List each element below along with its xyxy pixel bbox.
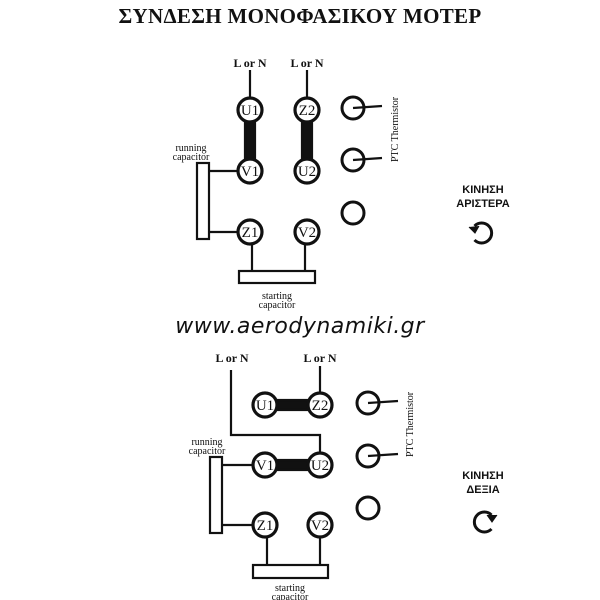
- clockwise-arrow-icon: [472, 510, 498, 534]
- starting-capacitor: [237, 269, 317, 285]
- terminal-z2: [293, 96, 321, 124]
- direction-line-2: ΑΡΙΣΤΕΡΑ: [456, 198, 510, 210]
- thermistor-lead: [352, 104, 383, 110]
- jumper-bar: [243, 118, 257, 162]
- direction-line-2: ΔΕΞΙΑ: [466, 484, 500, 496]
- spare-terminal: [355, 495, 381, 521]
- direction-label-left: ΚΙΝΗΣΗ ΑΡΙΣΤΕΡΑ: [443, 183, 523, 211]
- line-label: L or N: [233, 56, 266, 70]
- terminal-v2: [293, 218, 321, 246]
- thermistor-lead: [367, 399, 399, 405]
- starting-capacitor-label: capacitor: [272, 592, 309, 600]
- terminal-label: U1: [256, 398, 274, 414]
- website-url: www.aerodynamiki.gr: [175, 314, 425, 339]
- terminal-label: U2: [311, 458, 329, 474]
- direction-line-1: ΚΙΝΗΣΗ: [462, 184, 504, 196]
- direction-label-right: ΚΙΝΗΣΗ ΔΕΞΙΑ: [443, 469, 523, 497]
- starting-capacitor-label: capacitor: [259, 300, 296, 311]
- terminal-label: Z2: [312, 398, 329, 414]
- thermistor-label: PTC Thermistor: [390, 96, 401, 162]
- terminal-label: U1: [241, 103, 259, 119]
- terminal-label: V2: [298, 225, 316, 241]
- thermistor-label: PTC Thermistor: [405, 391, 416, 457]
- direction-line-1: ΚΙΝΗΣΗ: [462, 470, 504, 482]
- starting-capacitor: [251, 563, 330, 580]
- terminal-label: V1: [256, 458, 274, 474]
- terminal-u1: [236, 96, 264, 124]
- starting-capacitor-label: starting: [262, 291, 292, 302]
- running-capacitor-label: capacitor: [173, 152, 210, 163]
- running-capacitor-label: running: [191, 437, 222, 448]
- running-capacitor-label: capacitor: [189, 446, 226, 457]
- terminal-u2: [293, 157, 321, 185]
- terminal-v2: [306, 511, 334, 539]
- line-label: L or N: [290, 56, 323, 70]
- starting-capacitor-label: starting: [275, 583, 305, 594]
- thermistor-lead: [352, 156, 383, 162]
- line-label: L or N: [303, 351, 336, 365]
- terminal-u2: [306, 451, 334, 479]
- terminal-z1: [236, 218, 264, 246]
- terminal-v1: [236, 157, 264, 185]
- terminal-label: V1: [241, 164, 259, 180]
- running-capacitor-label: running: [175, 143, 206, 154]
- running-capacitor: [195, 161, 211, 241]
- terminal-v1: [251, 451, 279, 479]
- terminal-label: U2: [298, 164, 316, 180]
- spare-terminal: [340, 200, 366, 226]
- jumper-bar: [300, 118, 314, 162]
- terminal-label: Z1: [242, 225, 259, 241]
- jumper-bar: [273, 398, 312, 412]
- terminal-z1: [251, 511, 279, 539]
- terminal-z2: [306, 391, 334, 419]
- terminal-u1: [251, 391, 279, 419]
- terminal-label: V2: [311, 518, 329, 534]
- thermistor-lead: [367, 452, 399, 458]
- terminal-label: Z1: [257, 518, 274, 534]
- counterclockwise-arrow-icon: [468, 221, 494, 245]
- line-label: L or N: [215, 351, 248, 365]
- running-capacitor: [208, 455, 224, 535]
- jumper-bar: [273, 458, 312, 472]
- wire: [229, 370, 322, 453]
- page-title: ΣΥΝΔΕΣΗ ΜΟΝΟΦΑΣΙΚΟΥ ΜΟΤΕΡ: [118, 4, 482, 28]
- terminal-label: Z2: [299, 103, 316, 119]
